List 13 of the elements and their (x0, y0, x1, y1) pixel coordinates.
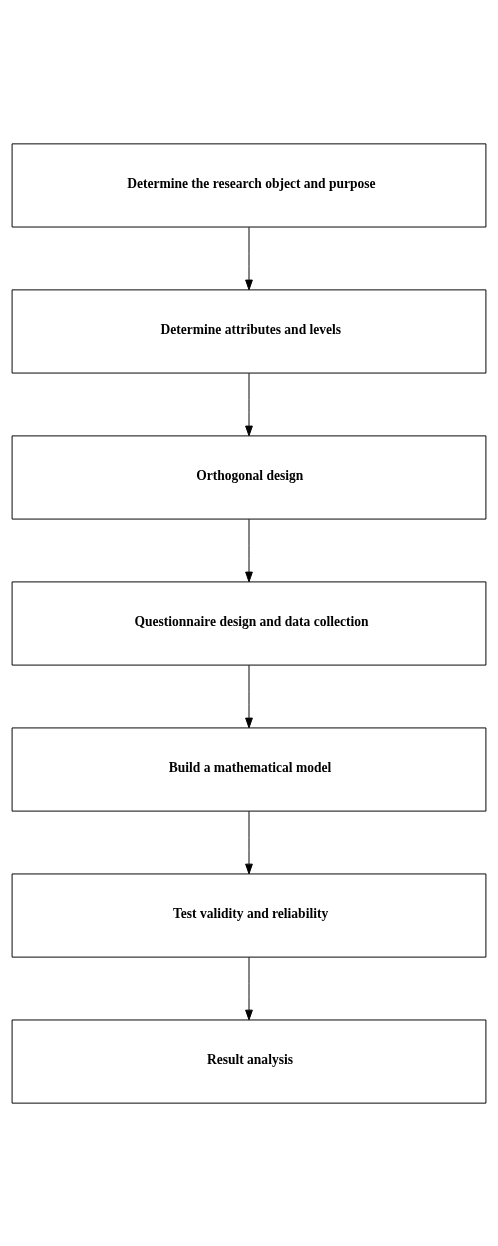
arrow (245, 956, 253, 1020)
node-box: Questionnaire design and data collection (11, 580, 487, 666)
node-box: Test validity and reliability (11, 872, 487, 958)
arrow (245, 810, 253, 874)
arrow (245, 518, 253, 582)
arrow (245, 226, 253, 290)
node-box: Build a mathematical model (11, 726, 487, 812)
arrow (245, 664, 253, 728)
node-box: Determine attributes and levels (11, 288, 487, 374)
node-box: Result analysis (11, 1019, 487, 1104)
node-box: Determine the research object and purpose (11, 142, 487, 227)
arrow (245, 372, 253, 436)
node-box: Orthogonal design (11, 434, 487, 520)
